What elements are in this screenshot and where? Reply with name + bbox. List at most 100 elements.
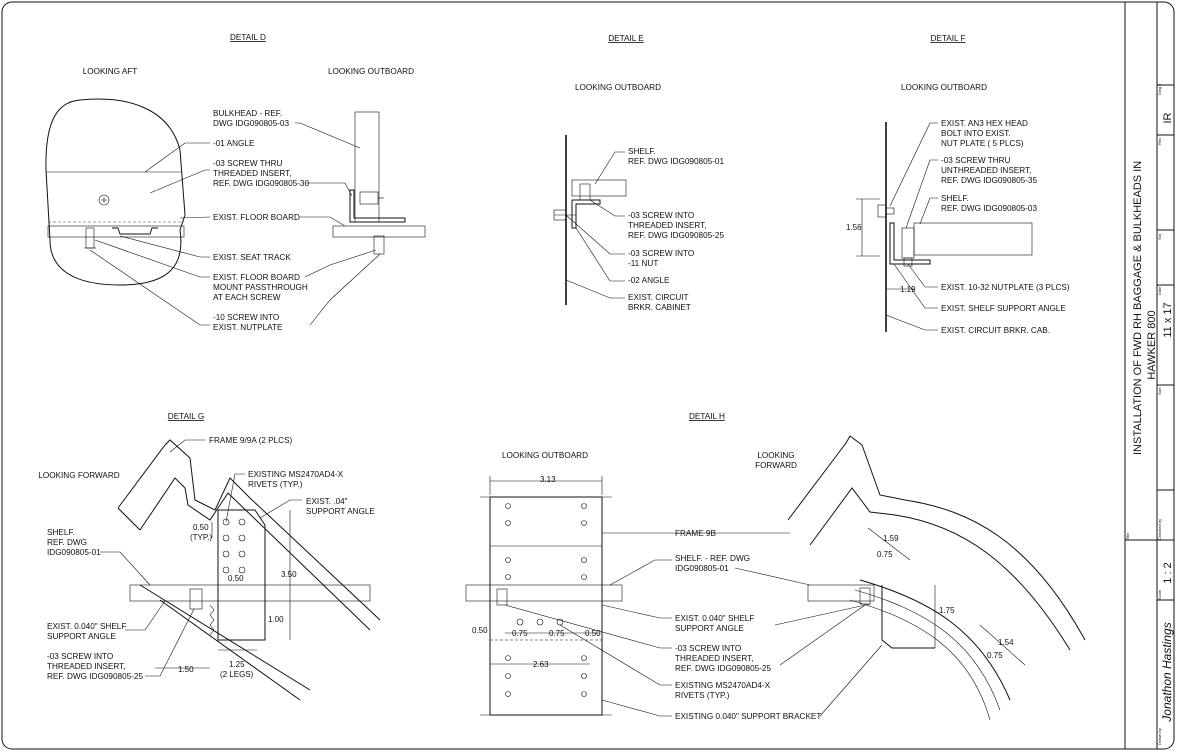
floor-board-side (332, 225, 426, 238)
g-callout-rivets-2: RIVETS (TYP.) (248, 480, 303, 489)
g-callout-frame: FRAME 9/9A (2 PLCS) (209, 436, 293, 445)
f-dim-offset: 1.19 (900, 285, 916, 294)
g-callout-angle-1: EXIST. .04" (306, 497, 348, 506)
d-callout-nut-2: EXIST. NUTPLATE (213, 323, 283, 332)
revision-value: IR (1162, 112, 1174, 123)
h-dim-c: 0.75 (549, 629, 565, 638)
g-callout-shelf-1: SHELF. (47, 528, 75, 537)
h-callout-rivets-1: EXISTING MS2470AD4-X (675, 681, 771, 690)
e-callout-shelf-2: REF. DWG IDG090805-01 (628, 157, 724, 166)
h-dim-j: 0.75 (987, 651, 1003, 660)
h-dim-width: 3.13 (540, 475, 556, 484)
d-callout-mount-1: EXIST. FLOOR BOARD (213, 273, 300, 282)
shelf-support-angle (889, 222, 931, 265)
support-bracket (881, 585, 935, 649)
h-callout-rivets-2: RIVETS (TYP.) (675, 691, 730, 700)
g-callout-screw-2: THREADED INSERT, (47, 662, 126, 671)
seat-track (112, 227, 158, 235)
h-dim-d: 0.50 (585, 629, 601, 638)
detail-f: DETAIL F LOOKING OUTBOARD 1.56 1.19 EXIS… (846, 34, 1070, 335)
detail-d-view-left: LOOKING AFT (83, 67, 138, 76)
detail-h-title: DETAIL H (689, 412, 725, 421)
d-callout-screw-3: REF. DWG IDG090805-30 (213, 179, 309, 188)
g-callout-screw-3: REF. DWG IDG090805-25 (47, 672, 143, 681)
g-callout-shelf-2: REF. DWG (47, 538, 87, 547)
h-dim-b: 0.75 (512, 629, 528, 638)
shelf (571, 179, 627, 197)
h-dim-h: 1.75 (939, 606, 955, 615)
shelf-f (913, 222, 1033, 256)
label-title: Title (1125, 532, 1130, 540)
f-callout-nutplate: EXIST. 10-32 NUTPLATE (3 PLCS) (941, 283, 1070, 292)
e-callout-screw-1: -03 SCREW INTO (628, 211, 694, 220)
frame-9b-strip (489, 496, 603, 716)
h-callout-shelf-1: SHELF. - REF. DWG (675, 554, 750, 563)
g-dim-legs: 1.25 (229, 660, 245, 669)
f-callout-bolt-3: NUT PLATE ( 5 PLCS) (941, 139, 1024, 148)
frame-9b-curve (787, 435, 1086, 641)
title-block: Dwg # Rev Sht Date Size Checked by Scale… (1125, 2, 1174, 749)
h-dim-i: 1.54 (998, 638, 1014, 647)
h-callout-bracket: EXISTING 0.040" SUPPORT BRACKET (675, 712, 821, 721)
h-callout-support-2: SUPPORT ANGLE (675, 624, 744, 633)
frame-9-9a (117, 439, 381, 621)
label-date: Date (1157, 286, 1162, 295)
g-callout-shelf-3: IDG090805-01 (47, 548, 101, 557)
d-callout-screw-1: -03 SCREW THRU (213, 159, 283, 168)
e-callout-screw-3: REF. DWG IDG090805-25 (628, 231, 724, 240)
d-callout-bulkhead-1: BULKHEAD - REF. (213, 109, 282, 118)
g-dim-pitch-typ: (TYP.) (190, 533, 212, 542)
shelf-h-right (807, 584, 875, 602)
f-callout-cabinet: EXIST. CIRCUIT BRKR. CAB. (941, 326, 1050, 335)
h-callout-screw-3: REF. DWG IDG090805-25 (675, 664, 771, 673)
f-callout-support-angle: EXIST. SHELF SUPPORT ANGLE (941, 304, 1066, 313)
f-dim-height: 1.56 (846, 223, 862, 232)
detail-g-title: DETAIL G (168, 412, 204, 421)
detail-g-view: LOOKING FORWARD (38, 471, 120, 480)
d-callout-angle: -01 ANGLE (213, 139, 255, 148)
screw-head (98, 194, 110, 206)
g-dim-pitch: 0.50 (193, 523, 209, 532)
h-callout-frame: FRAME 9B (675, 529, 716, 538)
drawn-by-value: Jonathon Hastings (1160, 622, 1174, 722)
e-callout-shelf-1: SHELF. (628, 147, 656, 156)
f-callout-shelf-2: REF. DWG IDG090805-03 (941, 204, 1037, 213)
label-rev: Rev (1157, 138, 1162, 145)
label-size: Size (1157, 386, 1162, 395)
g-dim-height: 3.50 (281, 570, 297, 579)
e-callout-angle: -02 ANGLE (628, 276, 670, 285)
e-callout-nut-2: -11 NUT (628, 259, 658, 268)
detail-f-view: LOOKING OUTBOARD (901, 83, 987, 92)
h-callout-shelf-2: IDG090805-01 (675, 564, 729, 573)
detail-h-view-left: LOOKING OUTBOARD (502, 451, 588, 460)
detail-f-title: DETAIL F (930, 34, 965, 43)
g-callout-support-2: SUPPORT ANGLE (47, 632, 116, 641)
h-callout-screw-2: THREADED INSERT, (675, 654, 754, 663)
g-dim-offset: 1.50 (178, 665, 194, 674)
e-callout-screw-2: THREADED INSERT, (628, 221, 707, 230)
detail-g: DETAIL G LOOKING FORWARD 0.50 (TYP.) 0.5… (38, 412, 381, 701)
h-dim-e: 2.63 (533, 660, 549, 669)
detail-e: DETAIL E LOOKING OUTBOARD SHELF. REF. DW… (553, 34, 724, 312)
label-drawn-by: Drawn by (1157, 728, 1162, 745)
g-callout-screw-1: -03 SCREW INTO (47, 652, 113, 661)
label-scale: Scale (1157, 589, 1162, 600)
d-callout-nut-1: -10 SCREW INTO (213, 313, 279, 322)
label-dwg: Dwg # (1157, 83, 1162, 95)
f-callout-screw-1: -03 SCREW THRU (941, 156, 1011, 165)
e-callout-nut-1: -03 SCREW INTO (628, 249, 694, 258)
f-callout-bolt-2: BOLT INTO EXIST. (941, 129, 1011, 138)
f-callout-screw-3: REF. DWG IDG090805-35 (941, 176, 1037, 185)
d-callout-floor: EXIST. FLOOR BOARD (213, 213, 300, 222)
label-sht: Sht (1157, 233, 1162, 240)
f-callout-screw-2: UNTHREADED INSERT, (941, 166, 1031, 175)
detail-d: DETAIL D LOOKING AFT LOOKING OUTBOARD BU… (45, 33, 426, 332)
seat-outline (45, 98, 186, 286)
detail-e-view: LOOKING OUTBOARD (575, 83, 661, 92)
h-callout-support-1: EXIST. 0.040" SHELF (675, 614, 754, 623)
g-callout-support-1: EXIST. 0.040" SHELF (47, 622, 126, 631)
g-callout-rivets-1: EXISTING MS2470AD4-X (248, 470, 344, 479)
h-dim-g: 0.75 (877, 550, 893, 559)
d-callout-mount-2: MOUNT PASSTHROUGH (213, 283, 308, 292)
